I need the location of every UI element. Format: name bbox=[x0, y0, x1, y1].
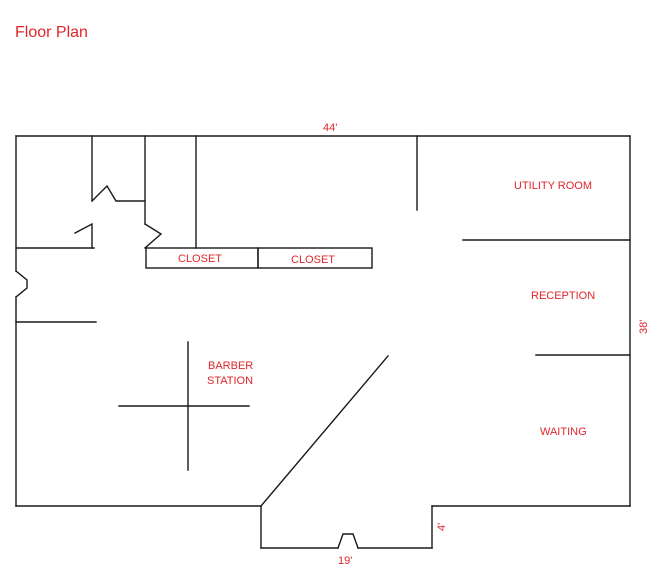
dimension-top: 44' bbox=[323, 122, 337, 134]
closet-label-2: CLOSET bbox=[291, 254, 335, 266]
entry-vestibule bbox=[260, 505, 433, 549]
interior-partitions bbox=[260, 135, 631, 507]
dimension-entry-width: 19' bbox=[338, 555, 352, 567]
upper-left-door-top[interactable] bbox=[91, 184, 146, 202]
left-exterior-door[interactable] bbox=[15, 270, 28, 298]
barber-station-label-line1: BARBER bbox=[208, 360, 253, 372]
closet-label-1: CLOSET bbox=[178, 253, 222, 265]
outer-walls bbox=[15, 135, 631, 507]
upper-left-door-lower-right[interactable] bbox=[144, 223, 163, 249]
barber-station-cross bbox=[118, 341, 250, 471]
entry-door[interactable] bbox=[337, 533, 359, 549]
waiting-label: WAITING bbox=[540, 426, 587, 438]
upper-left-door-lower-left[interactable] bbox=[74, 222, 93, 249]
page-title: Floor Plan bbox=[15, 24, 88, 41]
utility-room-label: UTILITY ROOM bbox=[514, 180, 592, 192]
dimension-right: 38' bbox=[638, 320, 650, 334]
reception-label: RECEPTION bbox=[531, 290, 595, 302]
closet-row bbox=[145, 247, 373, 269]
dimension-entry-depth: 4' bbox=[436, 523, 448, 531]
upper-left-rooms bbox=[15, 135, 197, 323]
barber-station-label-line2: STATION bbox=[207, 375, 253, 387]
